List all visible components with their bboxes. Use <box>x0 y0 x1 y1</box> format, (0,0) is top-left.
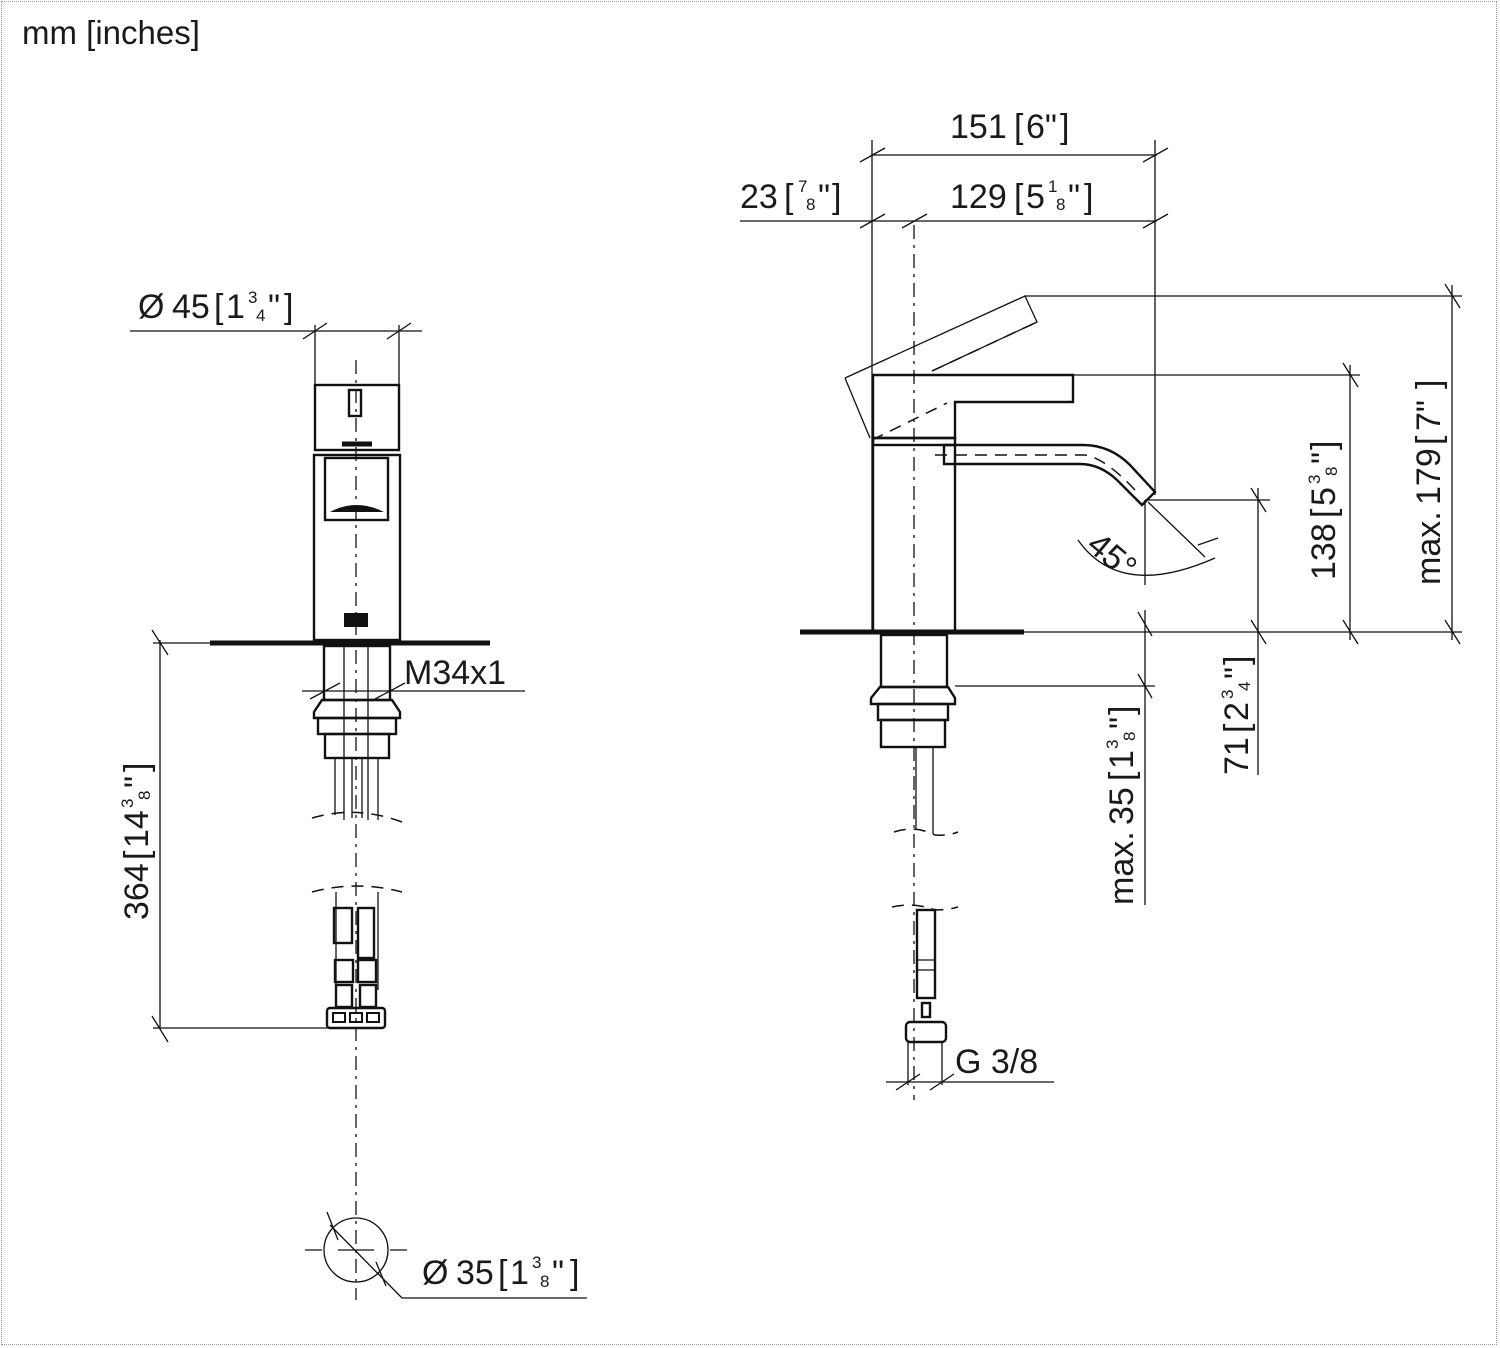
svg-text:23: 23 <box>740 178 778 216</box>
svg-text:4: 4 <box>1235 682 1254 691</box>
dim-overall-depth-151: 151 [ 6" ] <box>950 108 1069 146</box>
svg-text:8: 8 <box>135 791 154 800</box>
svg-text:1: 1 <box>1103 750 1141 769</box>
svg-text:Ø: Ø <box>138 288 164 326</box>
svg-text:3: 3 <box>1103 740 1122 749</box>
dim-diameter-45: Ø 45 [ 1 3 4 " ] <box>138 288 293 326</box>
dim-max-height-179: max. 179 [ 7" ] <box>1410 380 1448 585</box>
svg-text:3: 3 <box>1218 690 1237 699</box>
handle-block <box>313 383 401 452</box>
spout-angle-label: 45° <box>1080 525 1144 587</box>
svg-text:7: 7 <box>798 177 807 196</box>
svg-text:[: [ <box>784 178 794 216</box>
svg-text:[: [ <box>214 288 224 326</box>
svg-text:]: ] <box>832 178 841 216</box>
dim-spout-height-71: 71 [ 2 3 4 " ] <box>1218 656 1256 775</box>
svg-text:4: 4 <box>256 306 265 325</box>
svg-text:8: 8 <box>1056 195 1065 214</box>
svg-text:Ø: Ø <box>422 1254 448 1292</box>
svg-text:2: 2 <box>1218 702 1256 721</box>
svg-text:": " <box>1068 178 1080 216</box>
svg-text:": " <box>1103 717 1141 729</box>
svg-text:129: 129 <box>950 178 1007 216</box>
svg-text:": " <box>118 776 156 788</box>
svg-text:3: 3 <box>532 1253 541 1272</box>
svg-text:3: 3 <box>248 288 257 307</box>
svg-text:179: 179 <box>1410 448 1448 505</box>
side-view <box>800 225 1157 1100</box>
svg-text:151: 151 <box>950 108 1007 146</box>
svg-text:45: 45 <box>172 288 210 326</box>
svg-text:5: 5 <box>1026 178 1045 216</box>
svg-text:": " <box>1218 667 1256 679</box>
svg-text:3: 3 <box>118 799 137 808</box>
dim-height-138: 138 [ 5 3 8 " ] <box>1305 441 1343 580</box>
svg-text:max.: max. <box>1103 831 1141 905</box>
svg-text:]: ] <box>1084 178 1093 216</box>
svg-text:[: [ <box>498 1254 508 1292</box>
svg-text:[: [ <box>1218 723 1256 733</box>
svg-text:": " <box>1305 452 1343 464</box>
dim-hose-length-364: 364 [ 14 3 8 " ] <box>118 763 156 920</box>
dim-rear-offset-23: 23 [ 7 8 " ] <box>740 177 841 216</box>
dim-hole-diameter-35: Ø 35 [ 1 3 8 " ] <box>422 1253 579 1292</box>
svg-text:]: ] <box>1218 656 1256 665</box>
svg-text:]: ] <box>1060 108 1069 146</box>
handle-slot <box>347 388 363 418</box>
lever-handle <box>871 373 1075 440</box>
svg-text:": " <box>268 288 280 326</box>
svg-text:71: 71 <box>1218 737 1256 775</box>
svg-text:]: ] <box>284 288 293 326</box>
dim-spout-reach-129: 129 [ 5 1 8 " ] <box>950 177 1093 216</box>
svg-text:138: 138 <box>1305 523 1343 580</box>
svg-text:35: 35 <box>1103 787 1141 825</box>
svg-text:8: 8 <box>540 1272 549 1291</box>
svg-text:5: 5 <box>1305 487 1343 506</box>
svg-text:6": 6" <box>1026 108 1057 146</box>
spout <box>942 443 1157 507</box>
mounting-hole <box>323 1217 389 1283</box>
svg-text:": " <box>552 1254 564 1292</box>
connection-label: G 3/8 <box>955 1043 1038 1081</box>
faucet-body <box>312 453 402 642</box>
front-view <box>210 360 490 1300</box>
svg-text:8: 8 <box>1120 732 1139 741</box>
svg-text:max.: max. <box>1410 511 1448 585</box>
svg-text:35: 35 <box>456 1254 494 1292</box>
thread-label: M34x1 <box>404 654 506 692</box>
svg-text:]: ] <box>1410 380 1448 389</box>
svg-text:]: ] <box>1103 706 1141 715</box>
svg-text:1: 1 <box>1048 177 1057 196</box>
svg-text:[: [ <box>118 850 156 860</box>
svg-text:1: 1 <box>226 288 245 326</box>
svg-text:]: ] <box>570 1254 579 1292</box>
svg-text:]: ] <box>1305 441 1343 450</box>
svg-text:[: [ <box>1410 435 1448 445</box>
svg-text:14: 14 <box>118 810 156 848</box>
svg-text:]: ] <box>118 763 156 772</box>
svg-text:8: 8 <box>1322 467 1341 476</box>
svg-text:": " <box>818 178 830 216</box>
svg-text:1: 1 <box>510 1254 529 1292</box>
svg-text:[: [ <box>1014 108 1024 146</box>
svg-text:8: 8 <box>806 195 815 214</box>
units-label: mm [inches] <box>22 14 200 51</box>
svg-text:3: 3 <box>1305 475 1324 484</box>
svg-text:[: [ <box>1305 508 1343 518</box>
side-dimensions <box>740 140 1462 1091</box>
svg-text:7": 7" <box>1410 400 1448 431</box>
dim-max-deck-35: max. 35 [ 1 3 8 " ] <box>1103 706 1141 905</box>
svg-text:364: 364 <box>118 863 156 920</box>
svg-text:[: [ <box>1014 178 1024 216</box>
svg-text:[: [ <box>1103 771 1141 781</box>
front-dimensions <box>130 322 587 1299</box>
